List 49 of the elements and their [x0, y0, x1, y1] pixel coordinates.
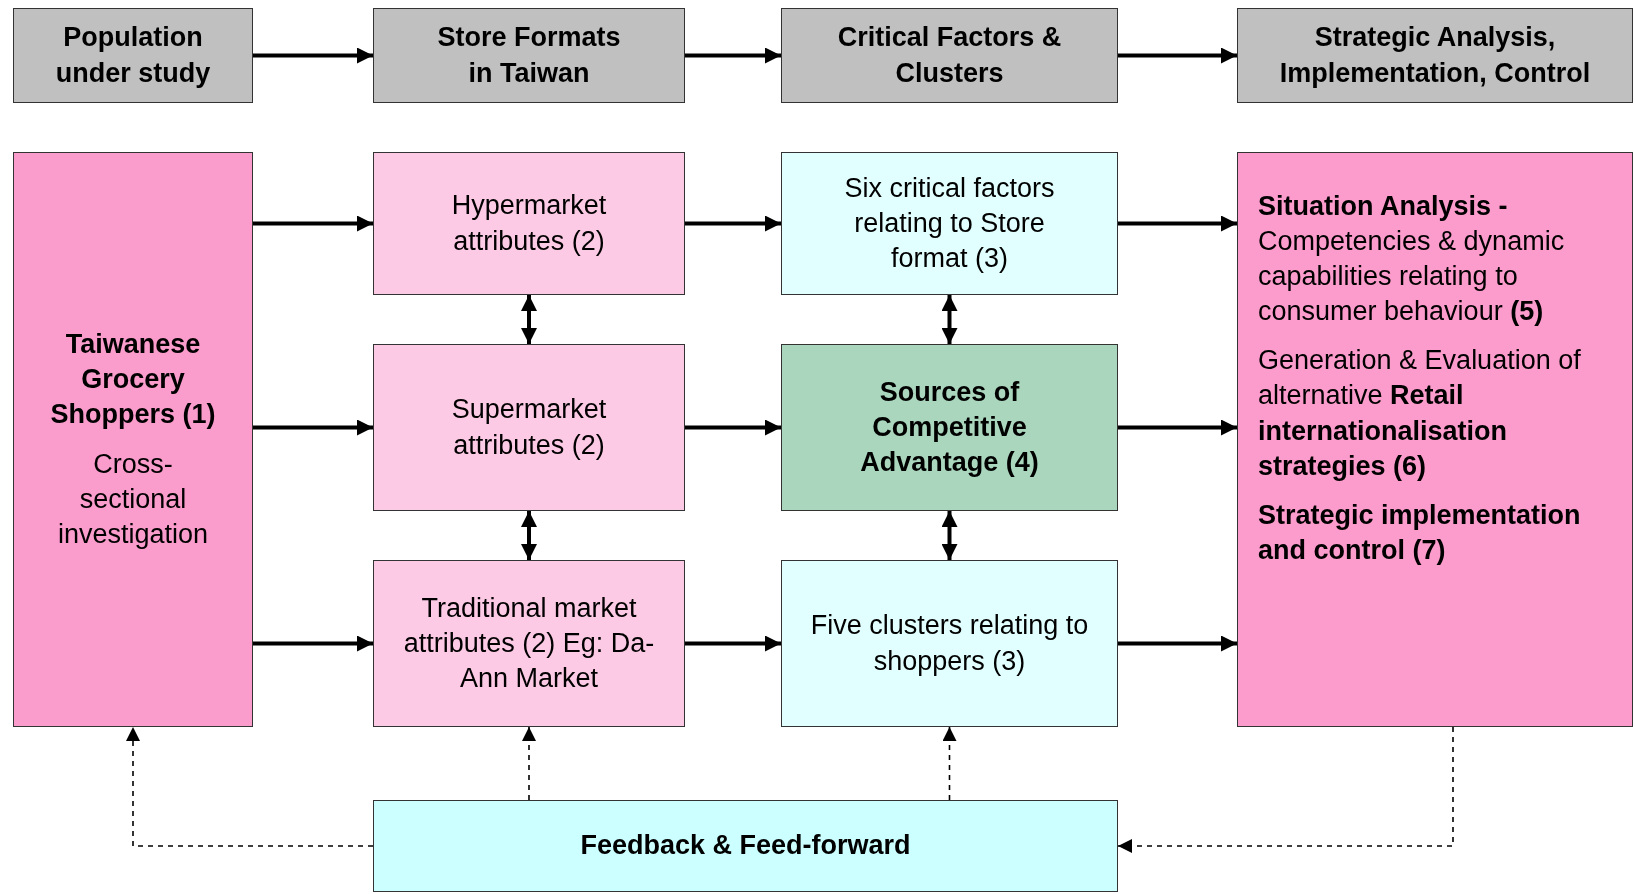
arrow: [942, 726, 957, 801]
arrow: [521, 511, 537, 560]
box-text: Hypermarket attributes (2): [450, 189, 608, 258]
factor-box: [781, 152, 1118, 295]
arrow: [521, 295, 537, 344]
advantage-box: [781, 344, 1118, 511]
population-box: [13, 152, 253, 727]
box-text: Taiwanese Grocery Shoppers (1): [49, 328, 217, 432]
arrow: [253, 635, 373, 652]
header-box: [1237, 8, 1633, 103]
arrow: [941, 295, 958, 344]
feedback-box: [373, 800, 1118, 892]
arrow: [685, 635, 781, 652]
strategy-box: [1237, 152, 1633, 727]
arrow: [1118, 47, 1237, 64]
store-format-box: [373, 152, 685, 295]
box-text: Sources of Competitive Advantage (4): [859, 375, 1040, 480]
box-text: Strategic Analysis, Implementation, Control: [1278, 21, 1592, 90]
arrow: [685, 47, 781, 64]
arrow: [1118, 215, 1237, 232]
box-text: Strategic implementation and control (7): [1258, 498, 1582, 567]
box-text: Store Formats in Taiwan: [436, 21, 622, 90]
box-text: Cross-sectional investigation: [56, 447, 210, 551]
header-box: [781, 8, 1118, 103]
arrow: [1118, 635, 1237, 652]
box-text: Feedback & Feed-forward: [579, 829, 912, 863]
arrow: [126, 726, 374, 847]
arrow: [522, 726, 536, 801]
header-box: [373, 8, 685, 103]
arrow: [1117, 726, 1454, 853]
arrow: [253, 47, 373, 64]
box-text: Generation & Evaluation of alternative Retail internationalisation strategies (6): [1258, 344, 1582, 483]
arrow: [685, 419, 781, 436]
box-text: Population under study: [54, 21, 212, 90]
box-text: Supermarket attributes (2): [450, 393, 608, 462]
box-text: Critical Factors & Clusters: [836, 21, 1063, 90]
arrow: [253, 215, 373, 232]
store-format-box: [373, 560, 685, 727]
box-text: Situation Analysis - Competencies & dynamic capabilities relating to consumer behaviour (5): [1258, 190, 1566, 329]
box-text: Five clusters relating to shoppers (3): [809, 609, 1090, 678]
arrow: [685, 215, 781, 232]
box-text: Traditional market attributes (2) Eg: Da-Ann Market: [402, 591, 656, 696]
box-text: Six critical factors relating to Store format (3): [843, 171, 1056, 276]
store-format-box: [373, 344, 685, 511]
header-box: [13, 8, 253, 103]
arrow: [1118, 419, 1237, 436]
arrow: [941, 511, 958, 560]
arrow: [253, 419, 373, 436]
factor-box: [781, 560, 1118, 727]
